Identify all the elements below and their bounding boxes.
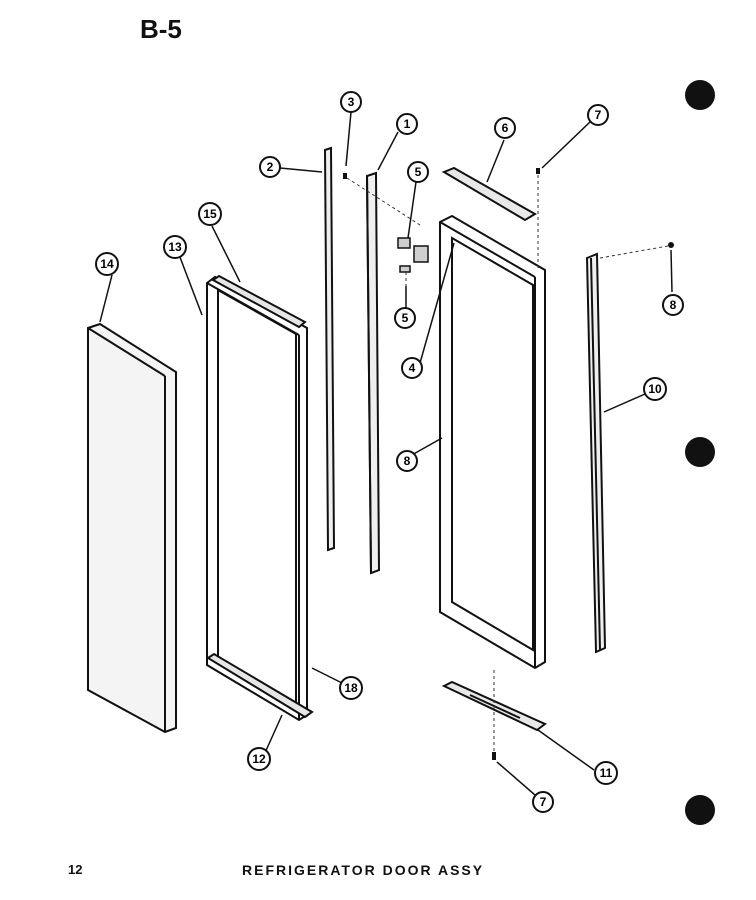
inner-frame-part bbox=[206, 274, 314, 722]
svg-text:6: 6 bbox=[502, 121, 509, 135]
svg-text:14: 14 bbox=[100, 257, 114, 271]
svg-text:3: 3 bbox=[348, 95, 355, 109]
top-bracket-part bbox=[441, 166, 537, 222]
svg-text:13: 13 bbox=[168, 240, 182, 254]
svg-text:2: 2 bbox=[267, 160, 274, 174]
door-frame-part bbox=[439, 214, 546, 670]
hinge-strip-part bbox=[365, 171, 381, 575]
callout-5-upper: 5 bbox=[407, 161, 429, 183]
binder-hole-bottom bbox=[685, 795, 715, 825]
svg-text:7: 7 bbox=[595, 108, 602, 122]
hinge-parts bbox=[397, 237, 429, 273]
svg-text:8: 8 bbox=[404, 454, 411, 468]
callout-8-right: 8 bbox=[662, 294, 684, 316]
callout-18: 18 bbox=[339, 676, 363, 700]
svg-text:11: 11 bbox=[600, 766, 613, 780]
nut-part bbox=[668, 242, 674, 248]
callout-2: 2 bbox=[259, 156, 281, 178]
bottom-screw-part bbox=[492, 752, 496, 760]
callout-7-top: 7 bbox=[587, 104, 609, 126]
svg-text:4: 4 bbox=[409, 361, 416, 375]
leader-lines bbox=[99, 111, 673, 796]
svg-text:5: 5 bbox=[402, 311, 409, 325]
svg-text:12: 12 bbox=[252, 752, 266, 766]
callout-12: 12 bbox=[247, 747, 271, 771]
door-panel-part bbox=[87, 322, 177, 734]
svg-text:18: 18 bbox=[344, 681, 358, 695]
binder-hole-top bbox=[685, 80, 715, 110]
callout-8-frame: 8 bbox=[396, 450, 418, 472]
top-screw-part bbox=[536, 168, 540, 174]
callout-6: 6 bbox=[494, 117, 516, 139]
svg-text:15: 15 bbox=[203, 207, 217, 221]
callout-3: 3 bbox=[340, 91, 362, 113]
callout-4: 4 bbox=[401, 357, 423, 379]
callout-5-lower: 5 bbox=[394, 307, 416, 329]
svg-text:8: 8 bbox=[670, 298, 677, 312]
svg-text:7: 7 bbox=[540, 795, 547, 809]
page-title: REFRIGERATOR DOOR ASSY bbox=[242, 862, 485, 878]
callout-15: 15 bbox=[198, 202, 222, 226]
callout-11: 11 bbox=[594, 761, 618, 785]
callout-13: 13 bbox=[163, 235, 187, 259]
callout-14: 14 bbox=[95, 252, 119, 276]
callout-7-bottom: 7 bbox=[532, 791, 554, 813]
screw-part bbox=[343, 173, 347, 179]
svg-text:10: 10 bbox=[648, 382, 662, 396]
callout-10: 10 bbox=[643, 377, 667, 401]
svg-text:1: 1 bbox=[404, 117, 411, 131]
page-number: 12 bbox=[68, 862, 83, 877]
binder-hole-middle bbox=[685, 437, 715, 467]
callout-1: 1 bbox=[396, 113, 418, 135]
svg-text:5: 5 bbox=[415, 165, 422, 179]
side-strip-part bbox=[323, 146, 336, 552]
page-code: B-5 bbox=[140, 14, 182, 44]
side-gasket-part bbox=[585, 252, 607, 654]
